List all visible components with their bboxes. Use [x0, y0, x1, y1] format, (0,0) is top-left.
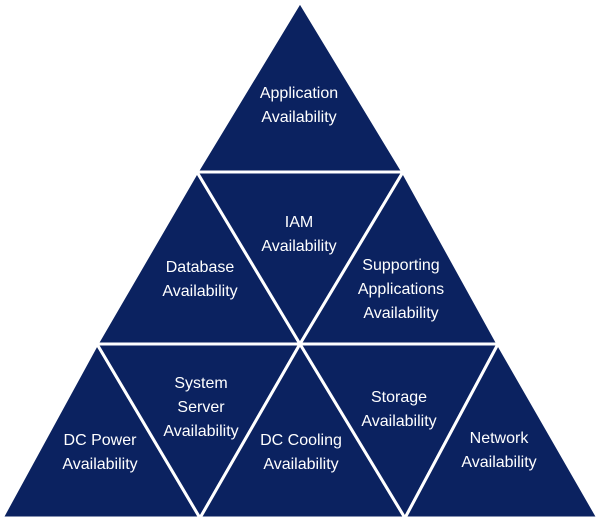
segment-network — [403, 342, 600, 520]
